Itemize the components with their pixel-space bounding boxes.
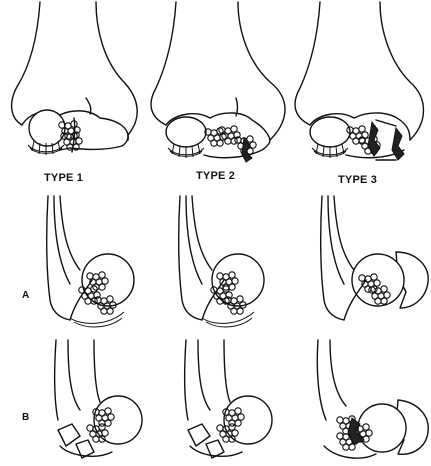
row-label-b: B xyxy=(22,412,29,423)
column-label-type-1: TYPE 1 xyxy=(44,172,83,184)
type-1-row-b xyxy=(55,340,142,458)
column-label-type-3: TYPE 3 xyxy=(338,174,377,186)
type-2-row-a xyxy=(179,196,264,327)
type-3-ap-view xyxy=(295,2,423,160)
type-1-ap-view xyxy=(12,2,138,155)
type-2-row-b xyxy=(185,340,272,458)
type-3-row-a xyxy=(321,196,429,320)
type-1-row-a xyxy=(47,196,134,327)
row-label-a: A xyxy=(22,290,29,301)
type-3-row-b xyxy=(317,340,428,458)
type-2-ap-view xyxy=(151,2,285,162)
column-label-type-2: TYPE 2 xyxy=(196,170,235,182)
